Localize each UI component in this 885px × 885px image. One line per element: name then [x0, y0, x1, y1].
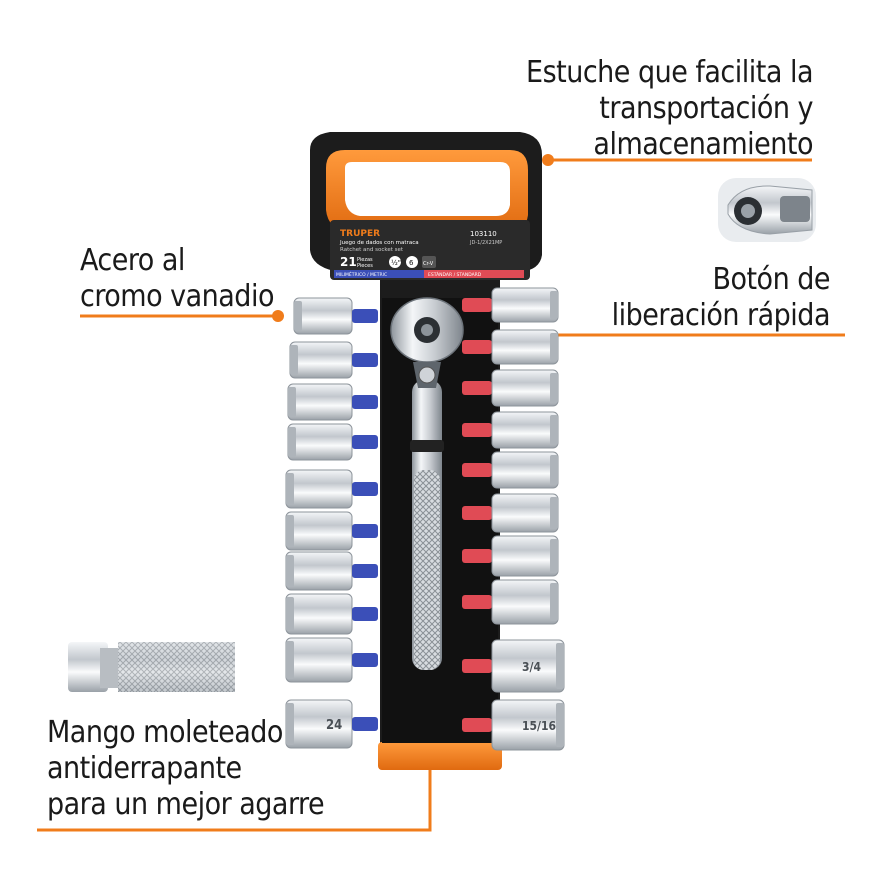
knurled-handle-inset [68, 642, 235, 692]
metric-socket [287, 383, 378, 421]
standard-socket [462, 451, 559, 489]
metric-socket-clip [352, 482, 378, 496]
metric-socket-clip [352, 564, 378, 578]
product-title-en: Ratchet and socket set [340, 247, 404, 253]
standard-socket-clip [462, 659, 492, 673]
callout-handle-line3: para un mejor agarre [47, 787, 325, 822]
standard-socket-clip [462, 549, 492, 563]
case-foot [378, 742, 502, 770]
metric-socket [285, 511, 378, 551]
drive-size: ½" [391, 259, 401, 267]
metric-socket-clip [352, 309, 378, 323]
ratchet-knurled-grip [414, 470, 440, 670]
metric-socket [285, 637, 378, 683]
standard-socket [462, 287, 559, 323]
metric-sockets: 24 [285, 297, 378, 749]
product-model: JD-1/2X21MP [469, 240, 502, 246]
product-label: TRUPER 103110 JD-1/2X21MP Juego de dados… [334, 229, 524, 278]
material-badge: Cr-V [423, 261, 434, 267]
standard-socket-clip [462, 340, 492, 354]
metric-socket [285, 551, 378, 591]
standard-socket-clip [462, 463, 492, 477]
points-badge [406, 256, 418, 268]
metric-socket [285, 593, 378, 635]
callout-release-line2: liberación rápida [611, 298, 831, 333]
callout-handle-line1: Mango moleteado [47, 715, 283, 750]
standard-sockets: 3/4 15/16 [462, 287, 565, 751]
callout-release: Botón de liberación rápida [611, 262, 831, 334]
standard-socket-clip [462, 595, 492, 609]
metric-socket-clip [352, 653, 378, 667]
product-title-es: Juego de dados con matraca [339, 240, 419, 246]
metric-label: MILIMÉTRICO / METRIC [336, 270, 387, 278]
drive-badge [389, 256, 401, 268]
pieces-en: Pieces [357, 263, 373, 269]
ratchet-wrench [390, 297, 464, 670]
callout-chrome: Acero al cromo vanadio [80, 243, 274, 315]
pieces-count: 21 [340, 255, 357, 269]
metric-socket-clip [352, 353, 378, 367]
standard-socket: 3/4 [462, 639, 565, 693]
socket-size-mark: 3/4 [522, 660, 541, 674]
standard-socket-clip [462, 381, 492, 395]
standard-socket-clip [462, 506, 492, 520]
metric-socket-clip [352, 524, 378, 538]
socket-size-mark: 24 [326, 718, 342, 733]
metric-strip [334, 270, 424, 278]
standard-label: ESTÁNDAR / STANDARD [428, 271, 482, 278]
standard-socket [462, 329, 559, 365]
standard-socket [462, 535, 559, 577]
standard-socket [462, 369, 559, 407]
socket-size-mark: 15/16 [522, 719, 556, 733]
points-value: 6 [409, 259, 414, 267]
callout-chrome-line1: Acero al [80, 243, 185, 278]
standard-socket [462, 579, 559, 625]
quick-release-inset [718, 178, 816, 242]
callout-case-line3: almacenamiento [593, 127, 813, 162]
metric-socket-clip [352, 395, 378, 409]
metric-socket [293, 297, 378, 335]
standard-socket-clip [462, 718, 492, 732]
standard-socket-clip [462, 423, 492, 437]
callout-case-line2: transportación y [599, 91, 813, 126]
callout-handle: Mango moleteado antiderrapante para un m… [47, 715, 325, 823]
callout-release-line1: Botón de [712, 262, 830, 297]
metric-socket [285, 469, 378, 509]
brand-logo: TRUPER [340, 229, 380, 239]
pieces-es: Piezas [357, 257, 373, 263]
metric-socket-clip [352, 435, 378, 449]
metric-socket-clip [352, 607, 378, 621]
callout-case-line1: Estuche que facilita la [526, 55, 813, 90]
standard-socket [462, 493, 559, 533]
standard-socket [462, 411, 559, 449]
case-label-panel [330, 220, 530, 280]
callout-handle-line2: antiderrapante [47, 751, 242, 786]
product-code: 103110 [470, 230, 497, 238]
metric-socket [289, 341, 378, 379]
ratchet-clip [410, 440, 444, 452]
metric-socket [287, 423, 378, 461]
standard-strip [424, 270, 524, 278]
standard-socket-clip [462, 298, 492, 312]
metric-socket: 24 [285, 699, 378, 749]
callout-chrome-line2: cromo vanadio [80, 279, 274, 314]
standard-socket: 15/16 [462, 699, 565, 751]
metric-socket-clip [352, 717, 378, 731]
callout-case: Estuche que facilita la transportación y… [526, 55, 813, 163]
